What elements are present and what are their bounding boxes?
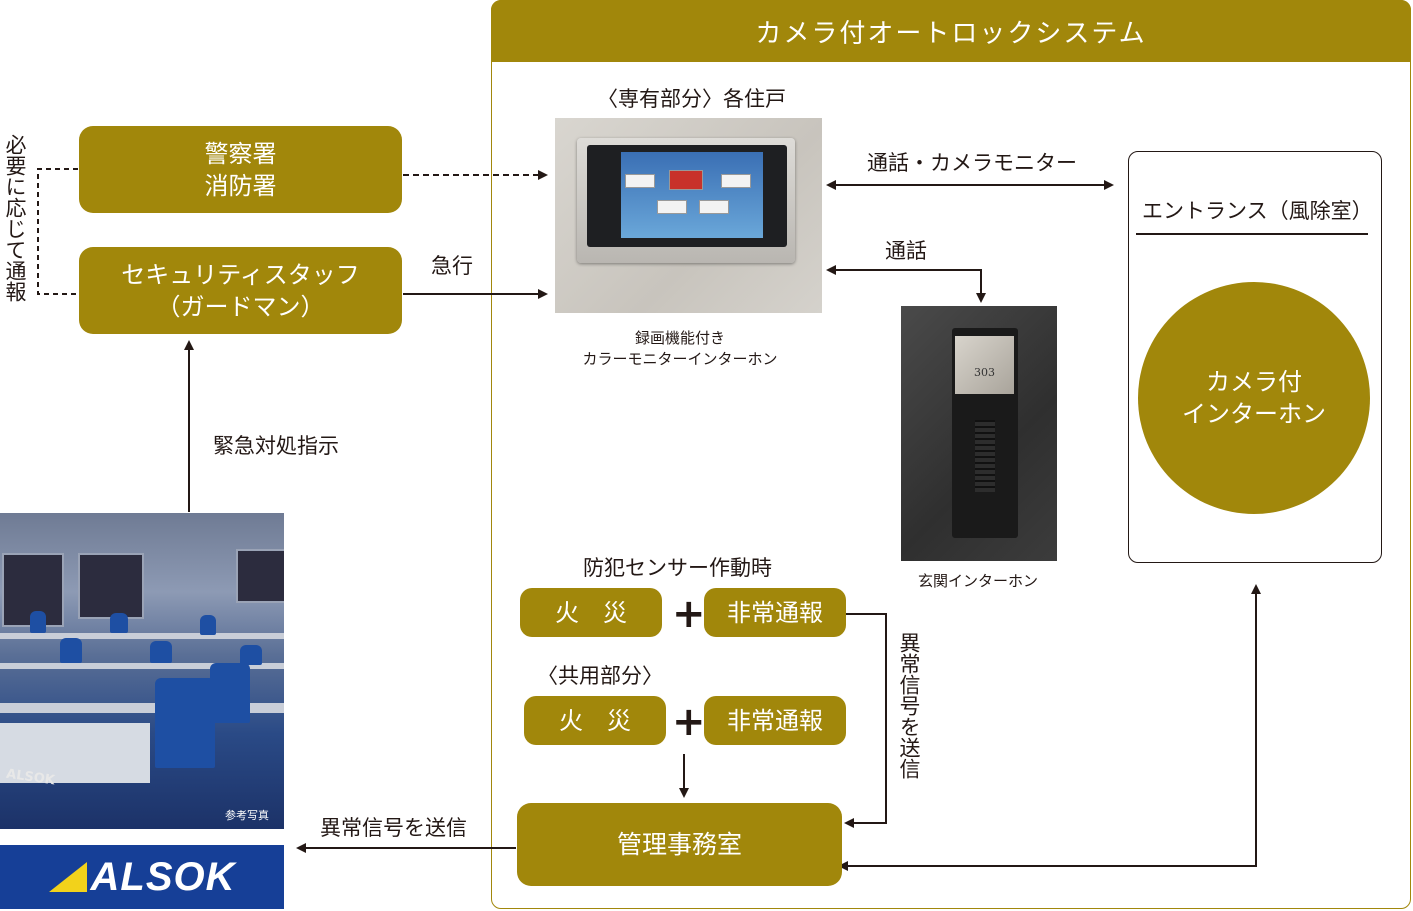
entrance-box [1128,151,1382,563]
camera-intercom-circle: カメラ付 インターホン [1138,282,1370,514]
call-label: 通話 [885,239,927,263]
door-nameplate [955,336,1014,394]
door-number: 303 [974,366,995,379]
send-signal-vertical-label: 異常信号を送信 [897,632,921,779]
monitor-door-arrow [826,265,986,303]
alsok-logo-icon [48,862,87,892]
plus-sign: + [672,699,706,745]
fire-box-common: 火 災 [524,696,666,745]
door-intercom-caption: 玄関インターホン [917,572,1038,590]
emergency-instruction-label: 緊急対処指示 [213,434,339,458]
alsok-logo: ALSOK [0,845,284,909]
emergency-box-common: 非常通報 [704,696,846,745]
plus-sign: + [672,591,706,637]
management-office-box: 管理事務室 [517,803,842,886]
alsok-logo-text: ALSOK [90,854,236,899]
send-signal-label: 異常信号を送信 [320,816,467,840]
notify-if-needed-label: 必要に応じて通報 [3,134,27,302]
emergency-box-private: 非常通報 [704,588,846,637]
monitor-caption: 録画機能付き カラーモニターインターホン [582,329,778,368]
sensor-title: 防犯センサー作動時 [583,556,772,580]
office-entrance-arrow [838,584,1261,871]
system-title: カメラ付オートロックシステム [491,0,1411,62]
police-fire-box: 警察署 消防署 [79,126,402,213]
fire-box-private: 火 災 [520,588,662,637]
security-staff-box: セキュリティスタッフ （ガードマン） [79,247,402,334]
rush-label: 急行 [431,254,473,278]
notify-bracket-line [37,168,78,295]
photo-caption: 参考写真 [225,809,269,822]
sensor-to-office-arrow [844,613,887,828]
entrance-divider [1136,233,1368,235]
monitor-screen [621,152,763,238]
control-room-photo [0,513,284,829]
door-keypad [975,420,995,492]
common-area-title: 〈共用部分〉 [537,664,663,688]
call-camera-monitor-label: 通話・カメラモニター [867,151,1077,175]
private-area-title: 〈専有部分〉各住戸 [597,87,786,111]
entrance-title: エントランス（風除室） [1142,199,1373,223]
